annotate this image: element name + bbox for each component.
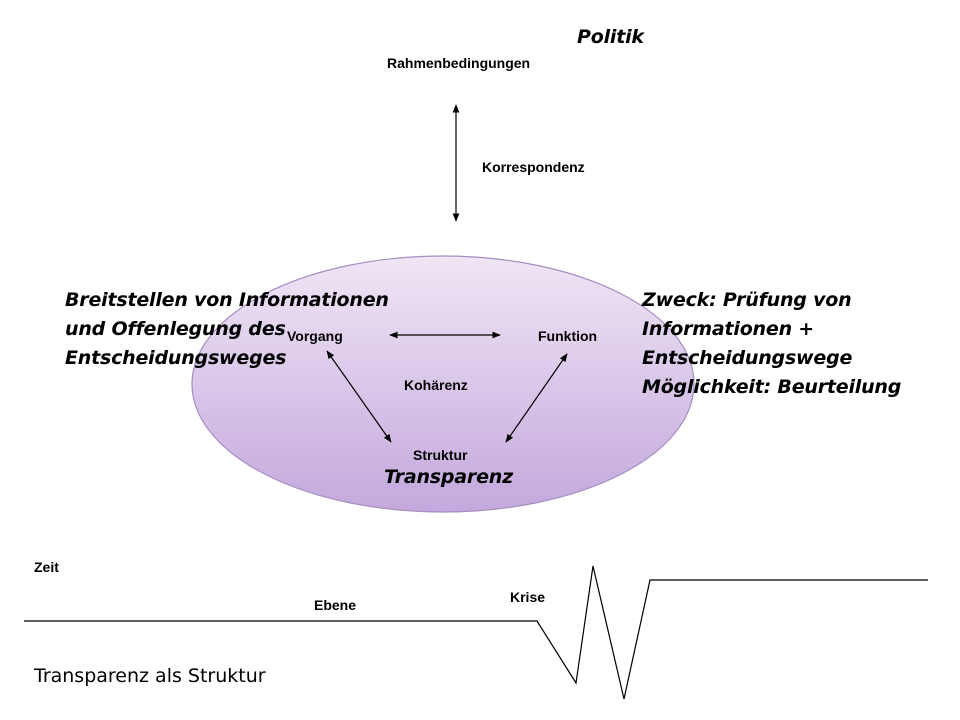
correspondence-label: Korrespondenz [482,159,585,175]
caption: Transparenz als Struktur [34,665,266,687]
coherence-label: Kohärenz [404,377,468,393]
level-label: Ebene [314,597,357,613]
frame-conditions-label: Rahmenbedingungen [387,55,531,71]
node-structure: Struktur [413,447,468,463]
timeline-line [24,565,928,700]
arrow-function-structure [505,353,568,443]
right-line: Entscheidungswege [642,347,853,369]
left-line: Breitstellen von Informationen [65,289,389,311]
politics-title: Politik [577,26,644,48]
right-description: Zweck: Prüfung von Informationen + Entsc… [642,286,901,402]
time-axis-label: Zeit [34,559,59,575]
left-line: Entscheidungsweges [65,347,287,369]
right-line: Möglichkeit: Beurteilung [642,376,902,398]
node-function: Funktion [538,328,598,344]
arrow-process-structure [326,350,392,443]
left-line: und Offenlegung des [65,318,286,340]
transparency-label: Transparenz [384,466,513,488]
left-description: Breitstellen von Informationen und Offen… [65,286,389,373]
right-line: Informationen + [642,318,815,340]
transparency-ellipse [191,255,695,513]
right-line: Zweck: Prüfung von [642,289,852,311]
crisis-label: Krise [510,589,546,605]
node-process: Vorgang [287,328,343,344]
